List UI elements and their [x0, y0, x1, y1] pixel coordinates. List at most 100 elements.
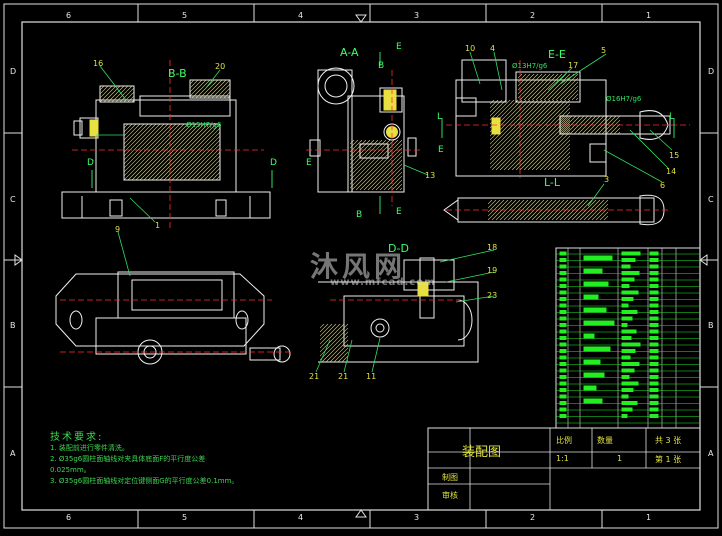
- dd-left-hatch: [320, 324, 348, 362]
- section-marker-l-left: L: [437, 112, 443, 122]
- note-line-3: 0.025mm。: [50, 466, 91, 474]
- part-number-21b: 21: [338, 372, 349, 381]
- aa-upright: [317, 69, 353, 193]
- watermark-brand: 沐风网: [310, 250, 407, 283]
- section-marker-e-bottom: E: [396, 207, 402, 217]
- bom-material-entry: [621, 251, 641, 256]
- bb-top-hatch: [100, 86, 134, 102]
- part-number-16: 16: [93, 59, 104, 68]
- dd-cam-inner: [375, 323, 385, 333]
- bom-index-entry: [559, 316, 567, 321]
- aa-pin: [359, 143, 389, 159]
- bom-index-entry: [559, 381, 567, 386]
- leader-part-11: [371, 337, 381, 373]
- centering-mark-left: [14, 254, 23, 266]
- bom-entry: [583, 307, 607, 313]
- title-scale-value: 1:1: [556, 454, 569, 463]
- bom-material-entry: [621, 297, 634, 301]
- ee-right-block: [589, 143, 607, 163]
- zone-number-bottom-3: 3: [414, 513, 420, 522]
- plan-lower-block: [95, 317, 247, 355]
- fit-callout-bb: Ø15H7/g6: [186, 121, 222, 129]
- bom-qty-entry: [649, 407, 659, 412]
- leader-part-21a: [315, 339, 331, 373]
- note-line-1: 1. 装配前进行零件清洗。: [50, 444, 129, 452]
- bom-index-entry: [559, 414, 567, 418]
- section-marker-e-left: E: [306, 158, 312, 168]
- fit-callout-ee-1: Ø13H7/g6: [512, 62, 548, 70]
- bom-index-entry: [559, 284, 567, 288]
- bom-index-entry: [559, 329, 567, 334]
- title-sheets-total: 共 3 张: [655, 436, 682, 445]
- leader-part-20: [205, 69, 221, 89]
- aa-top-circle-inner: [324, 74, 348, 98]
- part-number-10: 10: [465, 44, 476, 53]
- centering-mark-right: [699, 254, 708, 266]
- bom-index-entry: [559, 297, 567, 301]
- bom-qty-entry: [649, 355, 659, 360]
- bom-material-entry: [621, 381, 639, 386]
- watermark-url: www.mfcad.com: [330, 277, 436, 288]
- plan-handle-knob: [273, 345, 291, 363]
- bb-shaft: [139, 95, 231, 117]
- ee-top-block: [461, 59, 507, 103]
- bom-index-entry: [559, 368, 567, 373]
- plan-handle: [249, 347, 281, 361]
- view-title-ll: L-L: [544, 176, 561, 189]
- part-number-1: 1: [155, 221, 161, 230]
- outer-border: [3, 3, 719, 529]
- leader-part-16: [99, 65, 127, 101]
- plan-slot-left: [69, 310, 83, 330]
- leader-part-14: [629, 129, 669, 169]
- section-marker-e-top: E: [396, 42, 402, 52]
- part-number-15: 15: [669, 151, 680, 160]
- bom-index-entry: [559, 271, 567, 275]
- part-number-3: 3: [604, 175, 610, 184]
- part-number-4: 4: [490, 44, 496, 53]
- centering-mark-bottom: [355, 509, 367, 518]
- bom-material-entry: [621, 271, 640, 275]
- bom-entry: [583, 294, 599, 300]
- title-checked-label: 审核: [442, 491, 458, 500]
- part-number-5: 5: [601, 46, 607, 55]
- dd-yellow-part: [417, 281, 429, 297]
- bom-entry: [583, 320, 615, 326]
- leader-part-6: [603, 149, 663, 183]
- bom-material-entry: [621, 388, 634, 392]
- bom-qty-entry: [649, 316, 659, 321]
- centering-mark-top: [355, 14, 367, 23]
- ll-knob: [639, 194, 665, 226]
- view-title-bb: B-B: [168, 67, 187, 80]
- title-sheet-number: 第 1 张: [655, 455, 682, 464]
- bom-qty-entry: [649, 381, 659, 386]
- leader-part-10: [469, 51, 481, 85]
- part-number-17: 17: [568, 61, 579, 70]
- bom-material-entry: [621, 310, 638, 314]
- note-line-4: 3. Ø35g6圆柱面轴线对定位键侧面G的平行度公差0.1mm。: [50, 477, 239, 485]
- title-qty-value: 1: [617, 454, 623, 463]
- bom-material-entry: [621, 336, 632, 340]
- leader-part-4: [493, 51, 503, 91]
- bom-material-entry: [621, 394, 629, 399]
- bom-index-entry: [559, 303, 567, 308]
- dd-cam: [370, 318, 390, 338]
- bom-index-entry: [559, 277, 567, 282]
- zone-number-top-5: 5: [182, 11, 188, 20]
- ee-upper-arm-hatch: [518, 74, 578, 100]
- bom-entry: [583, 255, 613, 261]
- zone-number-top-1: 1: [646, 11, 652, 20]
- bom-index-entry: [559, 407, 567, 412]
- dd-right-arc: [457, 299, 473, 341]
- zone-letter-right-d: D: [708, 67, 715, 76]
- bom-index-entry: [559, 323, 567, 327]
- part-number-9: 9: [115, 225, 121, 234]
- title-scale-label: 比例: [556, 436, 572, 445]
- zone-number-bottom-6: 6: [66, 513, 72, 522]
- zone-number-bottom-5: 5: [182, 513, 188, 522]
- leader-part-5: [559, 53, 607, 85]
- bom-material-entry: [621, 342, 641, 347]
- bom-qty-entry: [649, 388, 659, 392]
- aa-top-circle: [317, 67, 355, 105]
- leader-part-9: [117, 231, 131, 277]
